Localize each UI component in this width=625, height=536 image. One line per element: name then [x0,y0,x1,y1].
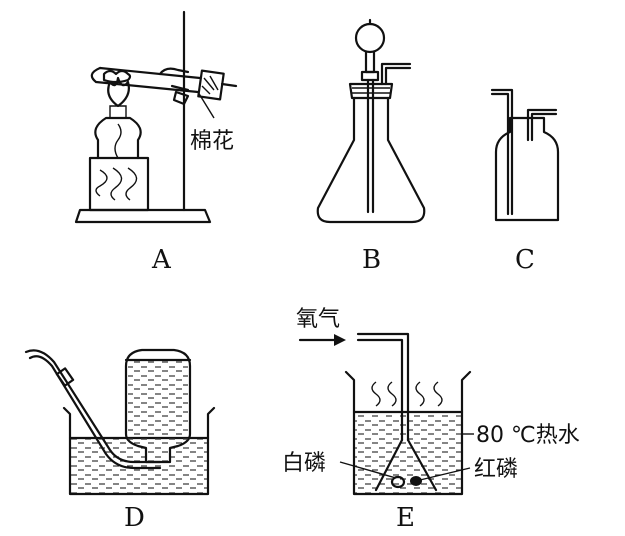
gas-bottle [494,116,560,222]
white-phosphorus-label: 白磷 [282,451,326,476]
delivery-tube [380,62,412,86]
oxygen-tube [356,332,410,442]
steam-icon [371,381,443,407]
label-a: A [151,245,172,275]
water-trough [62,406,216,496]
apparatus-a: 棉花 A [74,10,238,275]
rubber-joint [55,367,75,387]
oxygen-label: 氧气 [296,307,340,332]
clamp [158,67,190,92]
inverted-funnel [374,438,438,492]
label-b: B [362,245,381,275]
alcohol-lamp [94,116,142,160]
apparatus-e: 氧气 80 ℃热水 白磷 红磷 E [282,307,580,533]
long-tube [490,88,514,216]
label-e: E [396,503,415,533]
apparatus-b: B [316,18,426,275]
short-tube [526,108,558,142]
funnel-bulb [354,22,386,54]
reagent-solid [102,69,132,84]
beaker [344,370,472,496]
white-phosphorus [390,475,406,489]
cotton-label: 棉花 [190,129,234,154]
test-tube [90,66,202,94]
apparatus-c: C [490,88,560,275]
red-phosphorus [410,476,422,486]
tube-stopper [197,69,225,101]
wooden-block [88,156,150,212]
label-c: C [515,245,535,275]
label-d: D [124,503,145,533]
hot-water-label: 80 ℃热水 [476,423,580,448]
rubber-stopper [348,82,394,100]
conical-flask [316,96,426,224]
delivery-tube-d [24,349,162,464]
flame-icon [107,76,130,108]
funnel-stopcock [360,70,380,82]
apparatus-d: D [24,348,216,533]
collection-bottle [124,348,192,464]
stand-base [74,208,212,224]
red-phosphorus-label: 红磷 [474,457,518,482]
